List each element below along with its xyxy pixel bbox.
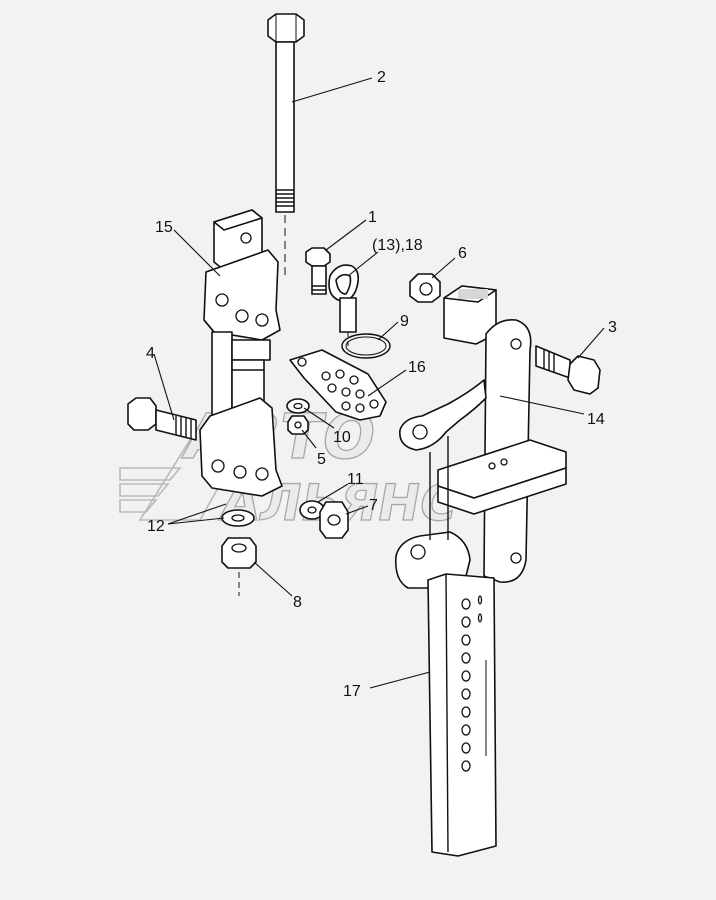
label-7: 7 — [369, 497, 378, 514]
label-16: 16 — [408, 359, 426, 376]
upper-bracket-part-15 — [203, 209, 281, 437]
housing-part-14 — [394, 285, 567, 590]
leader-16 — [367, 369, 407, 397]
nut-part-6 — [409, 273, 441, 303]
lower-bracket — [199, 397, 283, 497]
label-3: 3 — [608, 319, 617, 336]
leader-17 — [369, 671, 431, 689]
bolt-part-4 — [127, 397, 197, 441]
label-10: 10 — [333, 429, 351, 446]
callout-leaders — [153, 77, 605, 689]
leader-10 — [303, 407, 335, 429]
nut-part-5 — [287, 415, 309, 435]
callout-labels: 2 1 (13),18 6 15 9 3 4 16 14 10 5 11 7 1… — [146, 69, 617, 700]
label-8: 8 — [293, 594, 302, 611]
leader-11 — [317, 483, 349, 503]
leader-1 — [325, 219, 367, 251]
bolt-long-part-2 — [267, 13, 305, 275]
leader-12b — [167, 503, 227, 525]
label-2: 2 — [377, 69, 386, 86]
label-15: 15 — [155, 219, 173, 236]
label-6: 6 — [458, 245, 467, 262]
label-5: 5 — [317, 451, 326, 468]
leader-8 — [253, 561, 293, 597]
label-14: 14 — [587, 411, 605, 428]
leader-2 — [291, 77, 373, 103]
leader-6 — [431, 257, 456, 279]
washer-part-10 — [286, 398, 310, 414]
circlip-part-9 — [341, 333, 391, 359]
label-9: 9 — [400, 313, 409, 330]
bolt-part-3 — [535, 345, 601, 395]
label-13-18: (13),18 — [372, 237, 423, 254]
label-17: 17 — [343, 683, 361, 700]
nut-part-8 — [221, 537, 257, 596]
washer-part-11 — [299, 500, 325, 520]
label-1: 1 — [368, 209, 377, 226]
label-4: 4 — [146, 345, 155, 362]
leader-15 — [173, 229, 221, 277]
label-11: 11 — [347, 471, 364, 488]
leader-5 — [301, 429, 317, 449]
leader-4 — [153, 353, 175, 421]
leader-12a — [167, 517, 225, 525]
eye-pin-part-18 — [328, 264, 360, 350]
label-12: 12 — [147, 518, 165, 535]
washer-part-12 — [221, 509, 255, 527]
leader-14 — [499, 395, 585, 415]
nut-part-7 — [319, 501, 349, 539]
bolt-small-part-1 — [305, 247, 331, 295]
leader-9 — [377, 321, 399, 341]
perforated-plate-part-16 — [289, 349, 387, 421]
perforated-bar-part-17 — [427, 573, 497, 857]
leader-7 — [345, 505, 369, 515]
leader-3 — [577, 327, 605, 359]
leader-13-18 — [347, 251, 379, 277]
